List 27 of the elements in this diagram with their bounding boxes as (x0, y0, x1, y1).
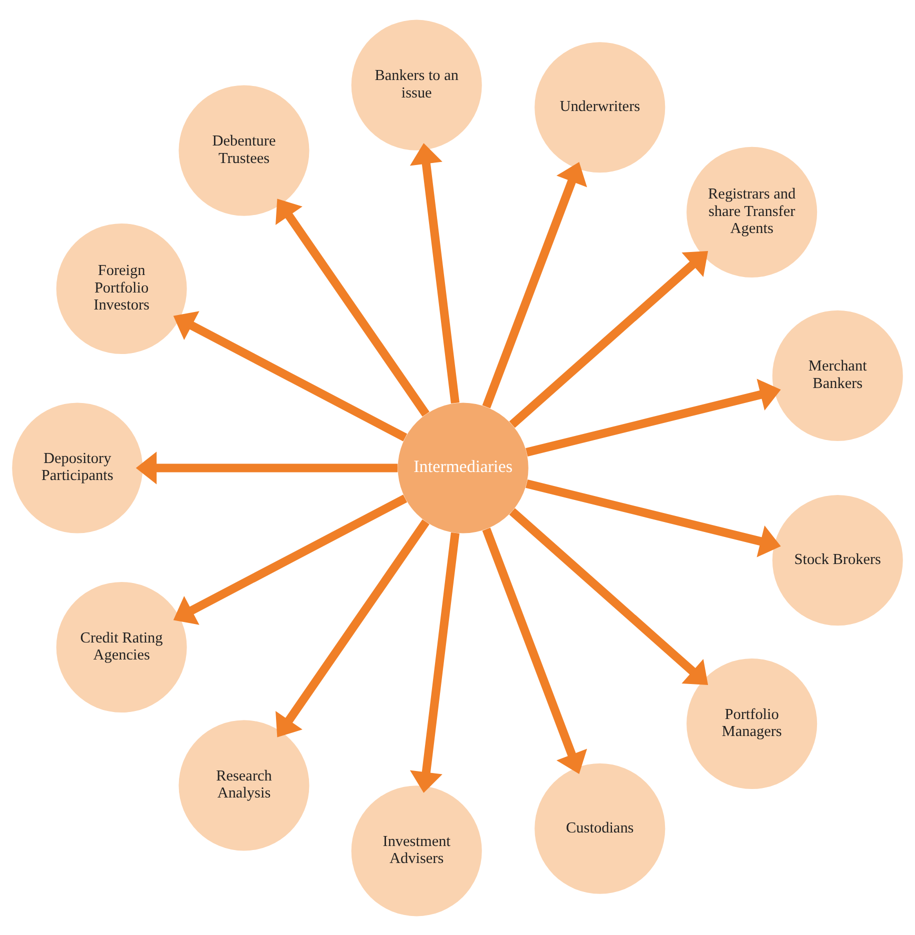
arrow (410, 532, 460, 792)
node-circle: Debenture Trustees (178, 84, 310, 216)
node-circle: Custodians (534, 762, 666, 894)
node-circle: Research Analysis (178, 720, 310, 850)
arrow (482, 527, 588, 774)
arrow (410, 142, 460, 404)
node-circle: Intermediaries (398, 402, 528, 533)
node-circle: Investment Advisers (351, 785, 482, 916)
node-circle: Underwriters (534, 42, 666, 172)
arrow (526, 378, 781, 456)
node-circle: Credit Rating Agencies (56, 581, 187, 712)
arrow (526, 479, 781, 557)
arrow (276, 198, 430, 416)
arrow (509, 508, 708, 684)
node-circle: Merchant Bankers (772, 310, 903, 440)
node-circle: Depository Participants (12, 402, 143, 533)
node-circle: Stock Brokers (772, 494, 903, 626)
arrow (509, 250, 708, 428)
arrow (482, 162, 588, 408)
node-circle: Bankers to an issue (351, 19, 482, 150)
node-circle: Foreign Portfolio Investors (56, 222, 187, 354)
arrow (173, 310, 408, 441)
node-circle: Registrars and share Transfer Agents (686, 146, 818, 277)
arrow (173, 494, 408, 624)
node-circle: Portfolio Managers (686, 658, 818, 789)
arrow (136, 451, 398, 484)
arrow (276, 518, 430, 737)
